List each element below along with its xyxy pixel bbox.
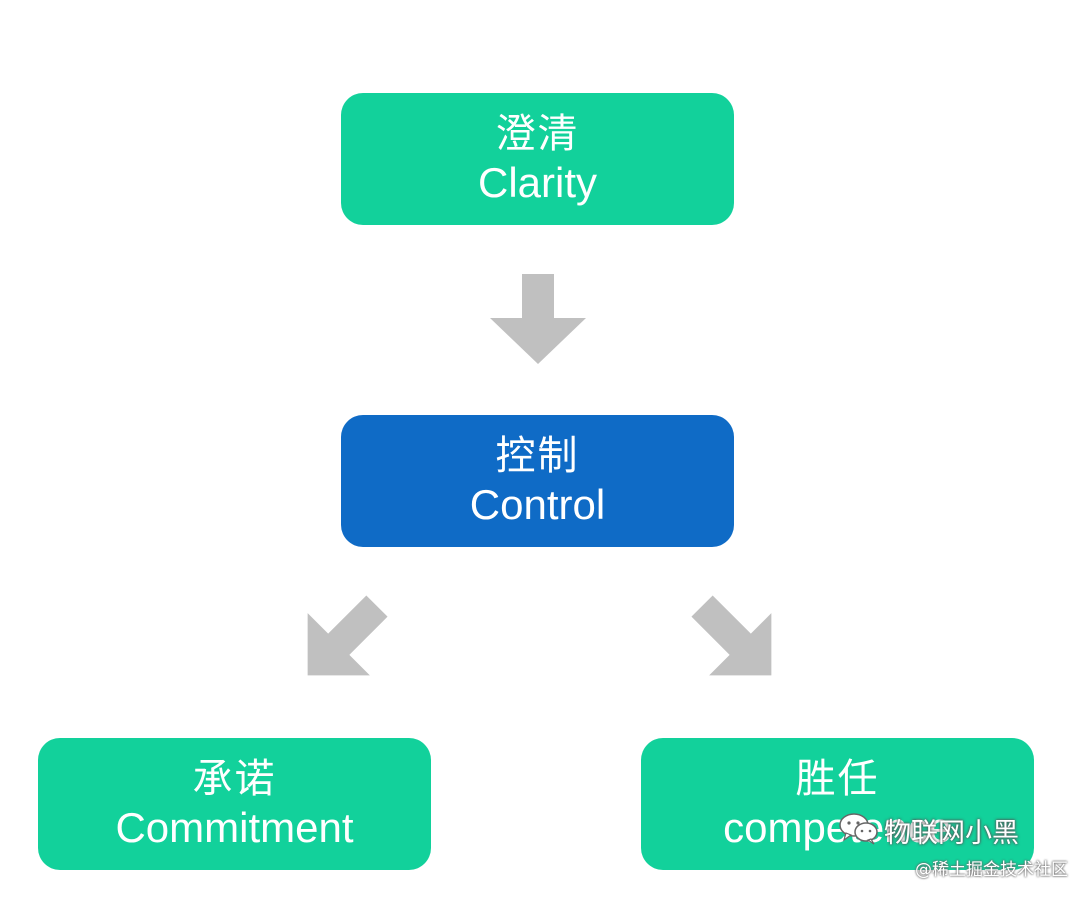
node-control: 控制 Control — [341, 415, 734, 547]
node-commitment: 承诺 Commitment — [38, 738, 431, 870]
watermark-credit: @稀土掘金技术社区 — [915, 860, 1068, 880]
node-control-zh: 控制 — [495, 433, 580, 479]
arrow-down — [490, 274, 586, 364]
node-commitment-zh: 承诺 — [192, 756, 277, 802]
node-competence: 胜任 competence — [641, 738, 1034, 870]
watermark-brand: 物联网小黑 — [884, 818, 1019, 849]
node-control-en: Control — [469, 481, 606, 528]
node-clarity: 澄清 Clarity — [341, 93, 734, 225]
node-competence-zh: 胜任 — [795, 756, 880, 802]
wechat-icon — [839, 813, 878, 845]
arrow-down-right — [691, 595, 772, 676]
node-clarity-zh: 澄清 — [495, 111, 580, 157]
arrow-down-left — [307, 595, 388, 676]
node-competence-en: competence — [723, 804, 952, 851]
watermark: 物联网小黑 @稀土掘金技术社区 — [838, 809, 1068, 899]
node-clarity-en: Clarity — [477, 159, 597, 206]
node-commitment-en: Commitment — [115, 804, 354, 851]
